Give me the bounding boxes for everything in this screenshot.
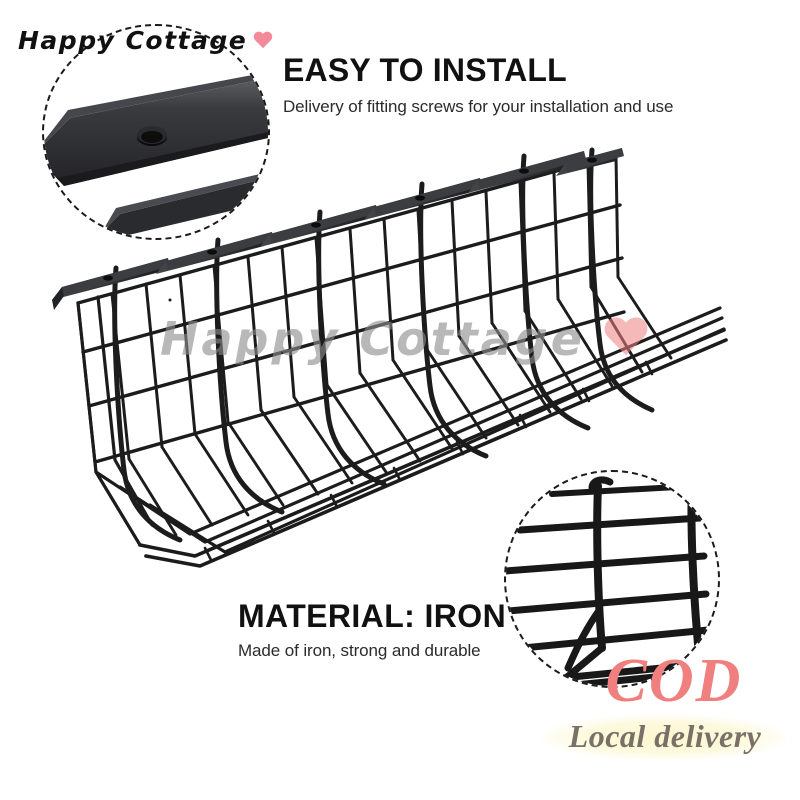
cod-subtitle-glow: Local delivery (540, 714, 790, 761)
mounting-plate-group (52, 148, 624, 310)
cod-subtitle: Local delivery (568, 718, 762, 754)
mounting-plate-closeup (44, 72, 268, 238)
brand-name: Happy Cottage (18, 26, 248, 55)
feature-title-install: EASY TO INSTALL (283, 52, 567, 88)
cod-badge: COD Local delivery (540, 650, 790, 761)
feature-block-material: MATERIAL: IRON Made of iron, strong and … (238, 598, 507, 661)
inset-circle-install (42, 24, 270, 240)
feature-block-install: EASY TO INSTALL Delivery of fitting scre… (283, 52, 674, 117)
heart-icon (253, 32, 273, 50)
cod-title: COD (605, 647, 743, 715)
feature-subtitle-material: Made of iron, strong and durable (238, 640, 481, 660)
brand-logo: Happy Cottage (18, 26, 273, 55)
feature-title-material: MATERIAL: IRON (238, 598, 507, 634)
feature-subtitle-install: Delivery of fitting screws for your inst… (283, 96, 674, 116)
